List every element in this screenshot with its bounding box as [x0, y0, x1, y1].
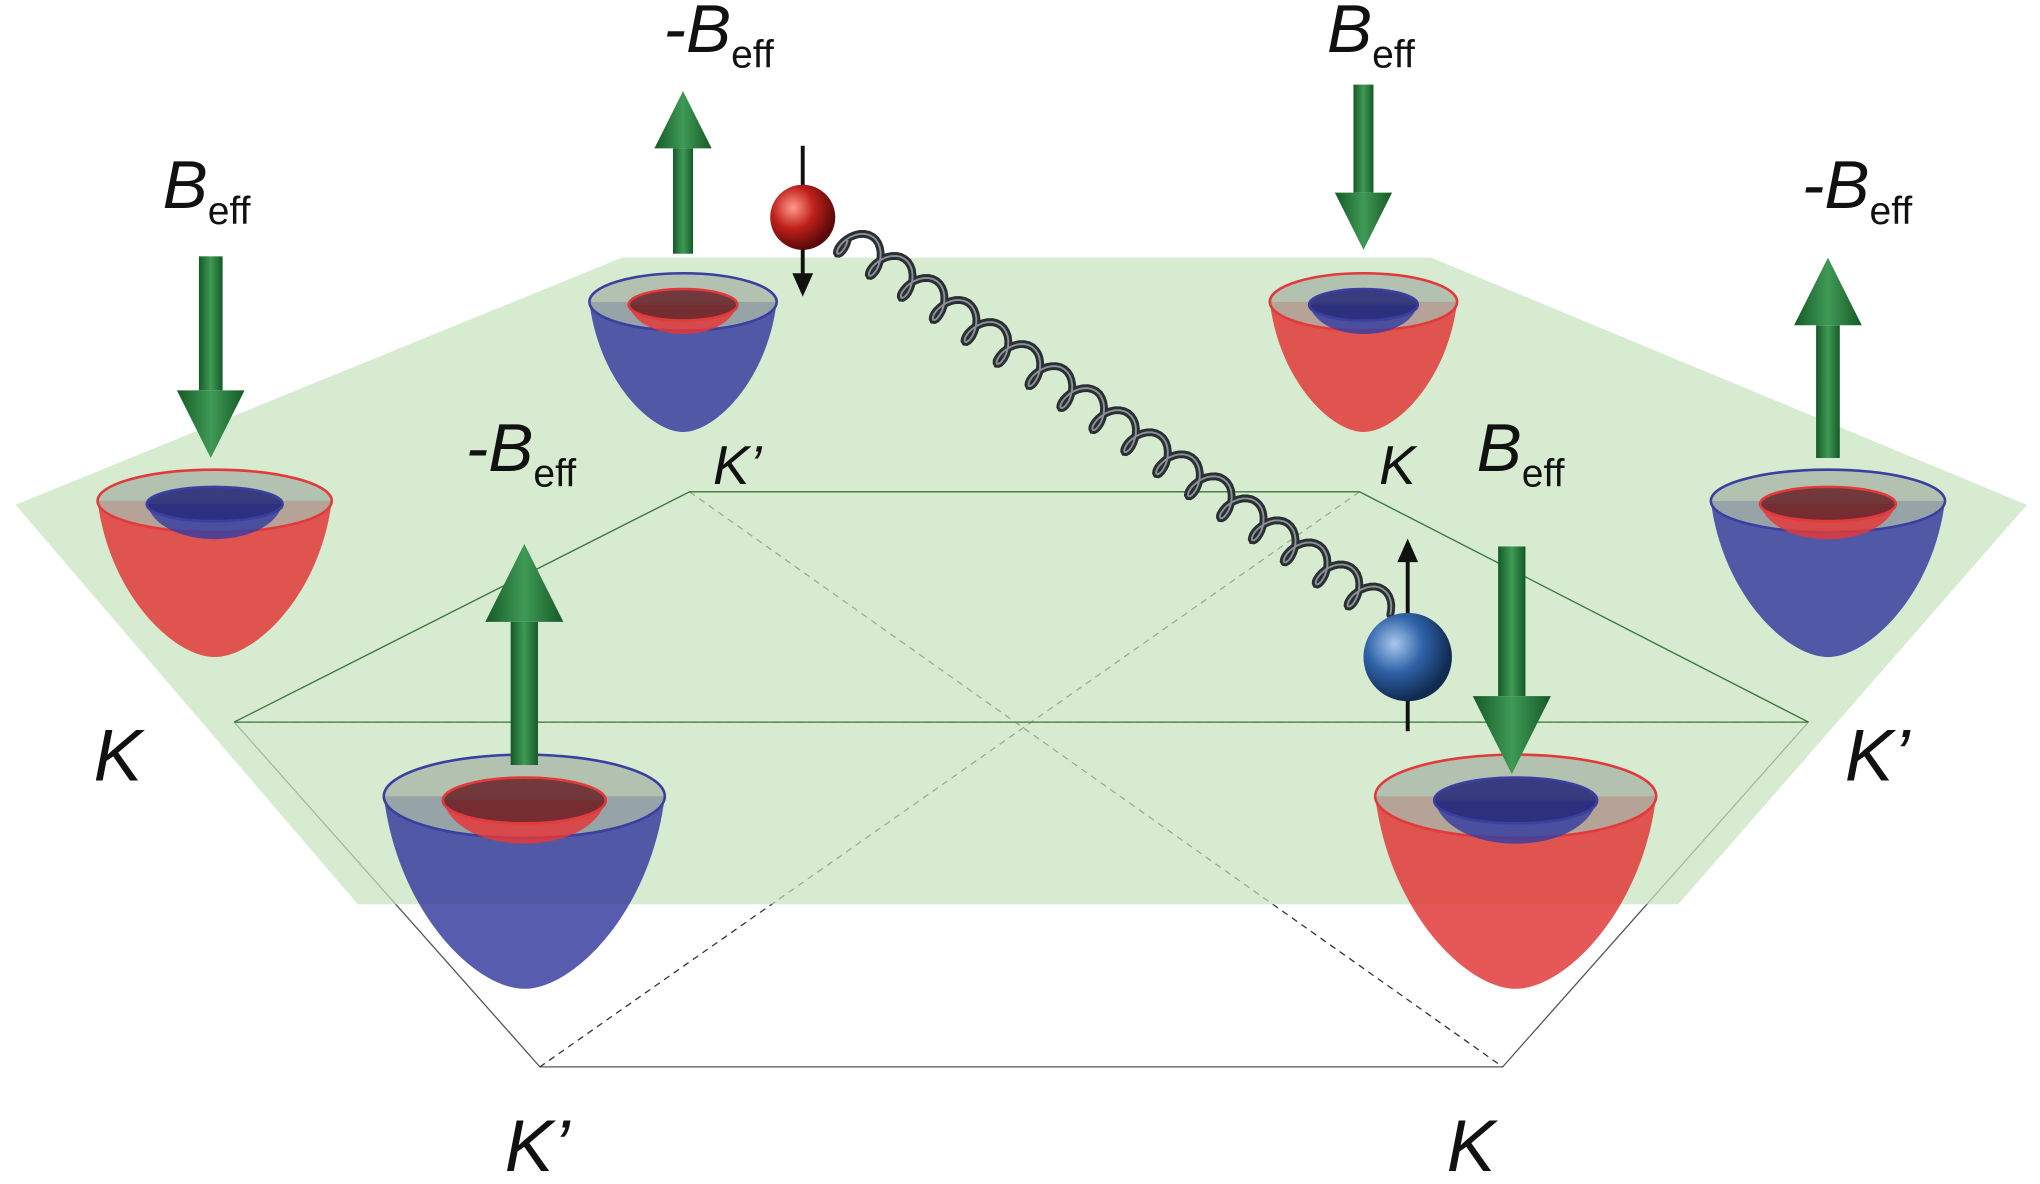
inner-rim: [441, 776, 608, 825]
arrow-up-icon: [654, 91, 712, 254]
label-neg-beff-right: -Beff: [1802, 148, 1912, 233]
label-beff-bottom-right: Beff: [1477, 411, 1565, 496]
arrow-down-icon: [1472, 546, 1551, 775]
outer-band: [1269, 301, 1458, 432]
cone-left: [96, 468, 334, 658]
label-k-left: K: [94, 716, 146, 797]
inner-rim: [1758, 485, 1898, 523]
green-plane: [15, 257, 2027, 905]
cone-top-right: [1268, 271, 1459, 432]
label-neg-beff-top-left: -Beff: [664, 0, 774, 77]
outer-band: [383, 796, 665, 989]
cone-top-left: [588, 271, 779, 432]
inner-rim: [627, 287, 739, 322]
outer-band: [1710, 500, 1946, 658]
arrow-up-icon: [485, 543, 564, 766]
label-beff-left: Beff: [163, 148, 251, 233]
spring-highlight: [835, 232, 1393, 615]
inner-rim: [1307, 287, 1420, 322]
spring: [832, 230, 1396, 619]
outer-band: [589, 301, 777, 432]
label-k-top: K: [1379, 435, 1418, 496]
label-k-prime-top: K’: [713, 435, 762, 496]
arrow-up-icon: [1794, 257, 1862, 458]
blue-hole: [1363, 538, 1452, 732]
inner-rim: [1432, 776, 1599, 825]
label-neg-beff-bottom-left: -Beff: [466, 411, 576, 496]
cone-right: [1709, 468, 1947, 658]
cone-bottom-left: [382, 753, 667, 989]
inner-rim: [145, 485, 284, 523]
label-beff-top-right: Beff: [1327, 0, 1415, 77]
arrow-down-icon: [1334, 84, 1393, 250]
label-k-prime-bottom: K’: [505, 1106, 572, 1184]
outer-band: [1375, 796, 1657, 989]
arrow-down-icon: [176, 256, 245, 458]
outer-band: [97, 500, 332, 658]
labels: -Beff Beff Beff -Beff -Beff Beff K’ K K …: [94, 0, 1913, 1184]
label-k-bottom: K: [1447, 1106, 1499, 1184]
hexagon-upper-edges: [233, 491, 1809, 723]
cone-bottom-right: [1373, 753, 1658, 989]
red-electron: [770, 145, 836, 297]
label-k-prime-right: K’: [1845, 716, 1912, 797]
